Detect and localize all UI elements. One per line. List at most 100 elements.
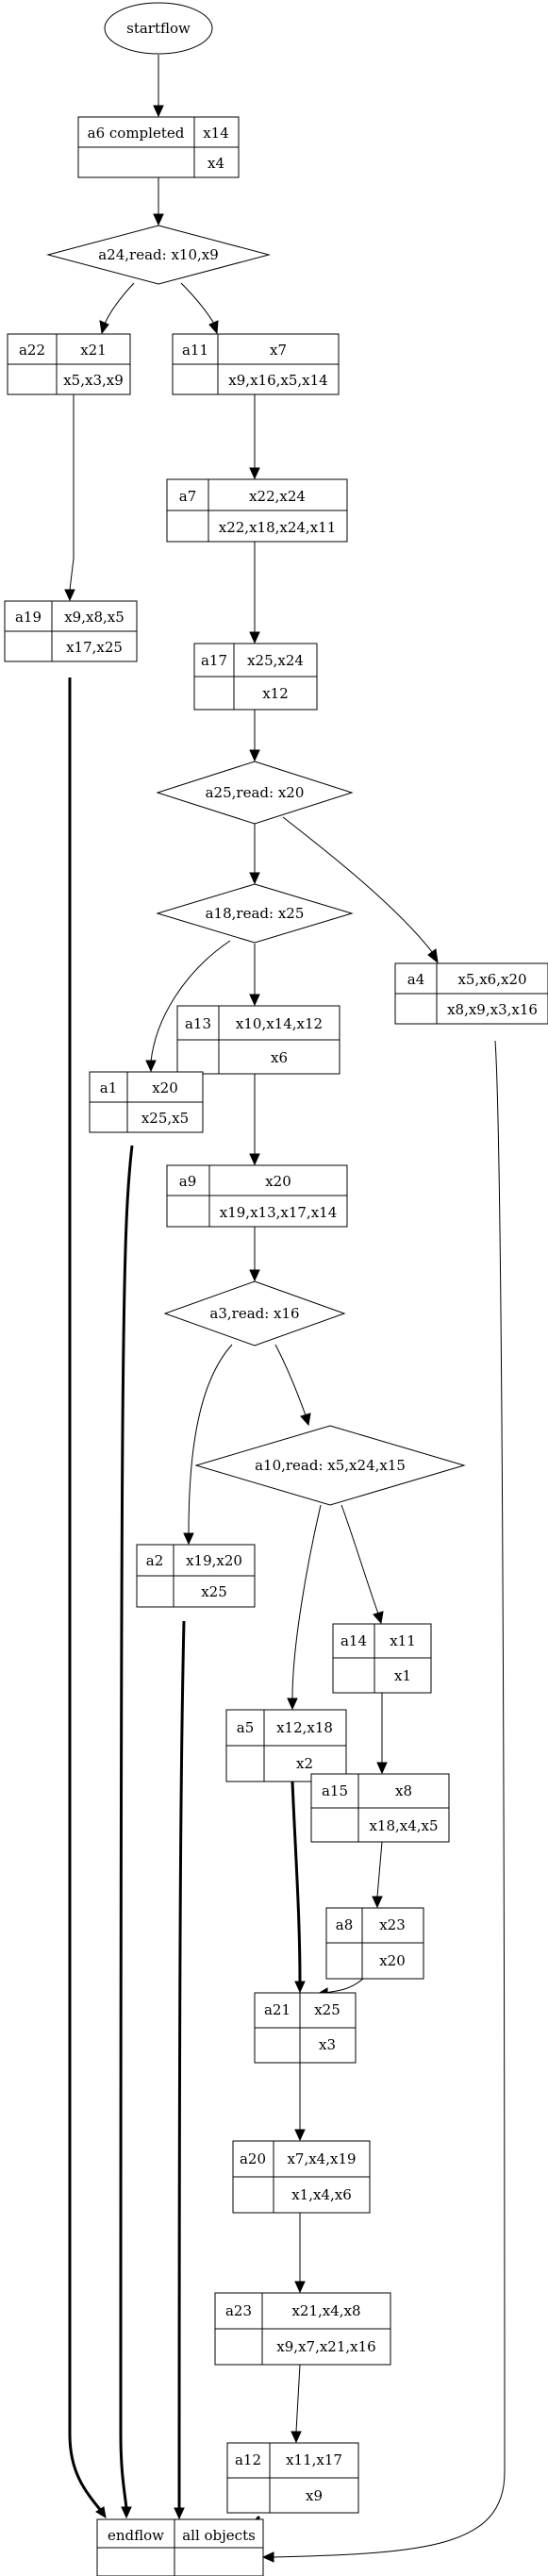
- task-a19-id: a19: [15, 609, 42, 626]
- edge-a18-a13-arrowhead: [249, 994, 260, 1007]
- task-a6-bottom: x4: [208, 155, 224, 172]
- edge-a11-a7-arrowhead: [249, 467, 260, 480]
- edge-a15-a8: [376, 1841, 383, 1898]
- task-a1-bottom: x25,x5: [141, 1110, 189, 1127]
- edge-a21-a20-arrowhead: [294, 2129, 306, 2142]
- task-a23-id: a23: [225, 2302, 252, 2319]
- task-a15-bottom: x18,x4,x5: [369, 1817, 438, 1834]
- task-a8-top: x23: [379, 1916, 406, 1933]
- task-a11-bottom: x9,x16,x5,x14: [228, 372, 327, 389]
- task-a21-top: x25: [314, 2001, 340, 2018]
- task-a14-id: a14: [340, 1632, 367, 1649]
- task-a9-top: x20: [265, 1173, 291, 1190]
- task-a4-id: a4: [407, 971, 425, 988]
- task-a20-id: a20: [240, 2150, 266, 2167]
- task-a13: a13 x10,x14,x12 x6: [176, 1005, 340, 1075]
- task-a1: a1 x20 x25,x5: [89, 1071, 204, 1133]
- task-a12-top: x11,x17: [286, 2451, 342, 2468]
- task-a22-top: x21: [80, 342, 107, 359]
- edge-a5-a21-arrowhead: [294, 1981, 306, 1994]
- task-a21-bottom: x3: [319, 2036, 336, 2053]
- edge-a17-a25-arrowhead: [249, 749, 260, 762]
- decision-a24-diamond: [46, 225, 271, 285]
- decision-a10-label: a10,read: x5,x24,x15: [255, 1457, 406, 1474]
- task-a11-top: x7: [270, 342, 287, 359]
- task-a13-top: x10,x14,x12: [236, 1015, 323, 1032]
- end-node: endflow all objects: [96, 2518, 264, 2576]
- decision-a18-label: a18,read: x25: [206, 905, 305, 922]
- task-a4: a4 x5,x6,x20 x8,x9,x3,x16: [394, 962, 548, 1025]
- task-a14-bottom: x1: [394, 1667, 411, 1684]
- edge-a24-a22: [104, 282, 135, 325]
- task-a22-id: a22: [19, 342, 45, 359]
- task-a23-bottom: x9,x7,x21,x16: [276, 2338, 375, 2355]
- decision-a25-label: a25,read: x20: [206, 784, 305, 801]
- start-label: startflow: [126, 20, 191, 37]
- task-a17-id: a17: [201, 652, 227, 669]
- edge-a10-a5: [291, 1504, 322, 1699]
- task-a11-id: a11: [182, 342, 208, 359]
- task-a5-id: a5: [237, 1719, 255, 1736]
- task-a1-top: x20: [152, 1079, 178, 1096]
- edge-a19-end: [68, 677, 104, 2513]
- edge-a20-a23-arrowhead: [294, 2281, 306, 2294]
- task-a21: a21 x25 x3: [254, 1992, 357, 2064]
- start-node: startflow: [104, 2, 213, 55]
- task-a2-top: x19,x20: [186, 1552, 242, 1569]
- edge-a2-end: [177, 1620, 186, 2509]
- decision-a3-label: a3,read: x16: [209, 1305, 299, 1322]
- edge-a18-a1-arrowhead: [145, 1060, 157, 1073]
- task-a15: a15 x8 x18,x4,x5: [310, 1773, 450, 1843]
- task-a9-id: a9: [179, 1173, 197, 1190]
- task-a17: a17 x25,x24 x12: [193, 643, 318, 711]
- end-label: endflow: [108, 2527, 164, 2544]
- task-a5-top: x12,x18: [276, 1719, 333, 1736]
- edge-a25-a4: [282, 816, 434, 954]
- edge-a25-a4-arrowhead: [427, 948, 439, 964]
- task-a15-top: x8: [395, 1782, 412, 1799]
- task-a19-top: x9,x8,x5: [64, 609, 125, 626]
- decision-a25-diamond: [156, 761, 354, 825]
- task-a20: a20 x7,x4,x19 x1,x4,x6: [232, 2140, 371, 2214]
- task-a23-top: x21,x4,x8: [291, 2302, 360, 2319]
- task-a9-bottom: x19,x13,x17,x14: [220, 1204, 338, 1221]
- task-a6-id: a6 completed: [88, 125, 185, 142]
- task-a19-bottom: x17,x25: [66, 639, 123, 656]
- edge-a13-a9-arrowhead: [249, 1153, 260, 1166]
- decision-a3: a3,read: x16: [163, 1280, 346, 1347]
- task-a5-bottom: x2: [296, 1755, 313, 1772]
- task-a22-bottom: x5,x3,x9: [63, 372, 124, 389]
- task-a7-id: a7: [179, 488, 197, 505]
- edge-a15-a8-arrowhead: [372, 1896, 383, 1909]
- task-a8-bottom: x20: [379, 1952, 406, 1969]
- decision-a10: a10,read: x5,x24,x15: [194, 1425, 466, 1506]
- edge-a3-a10-arrowhead: [300, 1413, 311, 1427]
- task-a14-top: x11: [390, 1632, 416, 1649]
- task-a7-top: x22,x24: [249, 488, 306, 505]
- edge-a9-a3-arrowhead: [249, 1269, 260, 1282]
- edge-a24-a11-arrowhead: [208, 320, 219, 335]
- task-a13-id: a13: [185, 1015, 211, 1032]
- decision-a10-diamond: [194, 1425, 466, 1506]
- edge-a3-a10: [274, 1344, 307, 1416]
- task-a12-id: a12: [235, 2451, 261, 2468]
- task-a17-top: x25,x24: [247, 652, 304, 669]
- edge-a3-a2-arrowhead: [183, 1532, 194, 1546]
- edge-a7-a17-arrowhead: [249, 631, 260, 644]
- task-a9: a9 x20 x19,x13,x17,x14: [166, 1164, 348, 1228]
- edge-a4-end: [273, 1040, 506, 2558]
- task-a2-id: a2: [146, 1552, 164, 1569]
- task-a4-top: x5,x6,x20: [457, 971, 526, 988]
- task-a4-bottom: x8,x9,x3,x16: [447, 1001, 538, 1018]
- edge-a1-end-arrowhead: [121, 2506, 132, 2519]
- task-a8: a8 x23 x20: [325, 1907, 424, 1980]
- edge-a22-a19-arrowhead: [64, 589, 75, 602]
- task-a13-bottom: x6: [271, 1049, 288, 1066]
- task-a11: a11 x7 x9,x16,x5,x14: [172, 333, 340, 395]
- edge-a5-a21: [291, 1781, 302, 1982]
- task-a17-bottom: x12: [262, 685, 289, 702]
- task-a15-id: a15: [322, 1782, 348, 1799]
- task-a12-bottom: x9: [306, 2487, 323, 2504]
- end-tag: all objects: [182, 2527, 256, 2544]
